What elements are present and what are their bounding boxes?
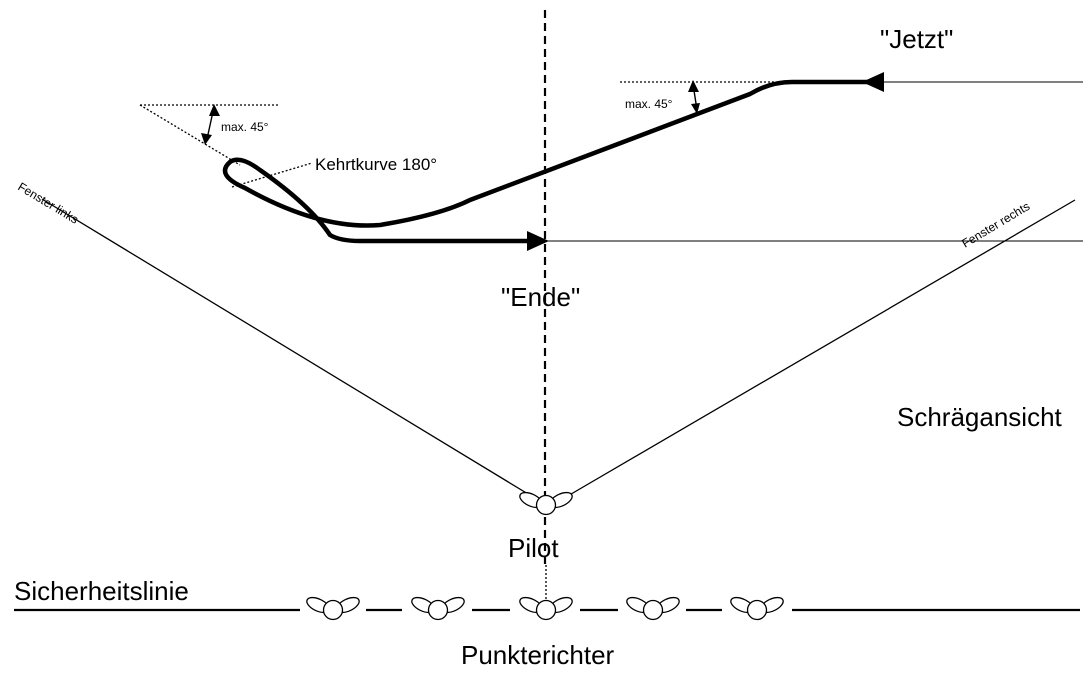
judge-icon-1 — [303, 593, 363, 621]
angle-ref-left-diagonal — [139, 104, 241, 166]
angle-arrow-left — [201, 104, 220, 145]
schraegansicht-label: Schrägansicht — [897, 402, 1063, 432]
start-arrowhead — [862, 72, 884, 92]
fenster-rechts-label: Fenster rechts — [959, 199, 1032, 251]
judge-icon-2 — [408, 593, 468, 621]
end-arrowhead — [527, 231, 549, 251]
window-right-line — [565, 199, 1076, 498]
angle-arrow-right — [688, 80, 700, 114]
pilot-label: Pilot — [508, 533, 559, 563]
sicherheitslinie-label: Sicherheitslinie — [14, 576, 189, 606]
fenster-links-label: Fenster links — [15, 180, 81, 227]
judge-icon-5 — [727, 593, 787, 621]
punkterichter-label: Punkterichter — [461, 640, 615, 668]
ende-label: "Ende" — [501, 282, 580, 312]
max-angle-label-left: max. 45° — [221, 120, 269, 134]
max-angle-label-right: max. 45° — [625, 97, 673, 111]
kehrtkurve-pointer — [231, 162, 313, 188]
flight-path — [222, 79, 871, 244]
window-left-line — [41, 198, 534, 498]
jetzt-label: "Jetzt" — [880, 24, 953, 54]
kehrtkurve-label: Kehrtkurve 180° — [315, 155, 437, 174]
judge-icon-4 — [623, 593, 683, 621]
